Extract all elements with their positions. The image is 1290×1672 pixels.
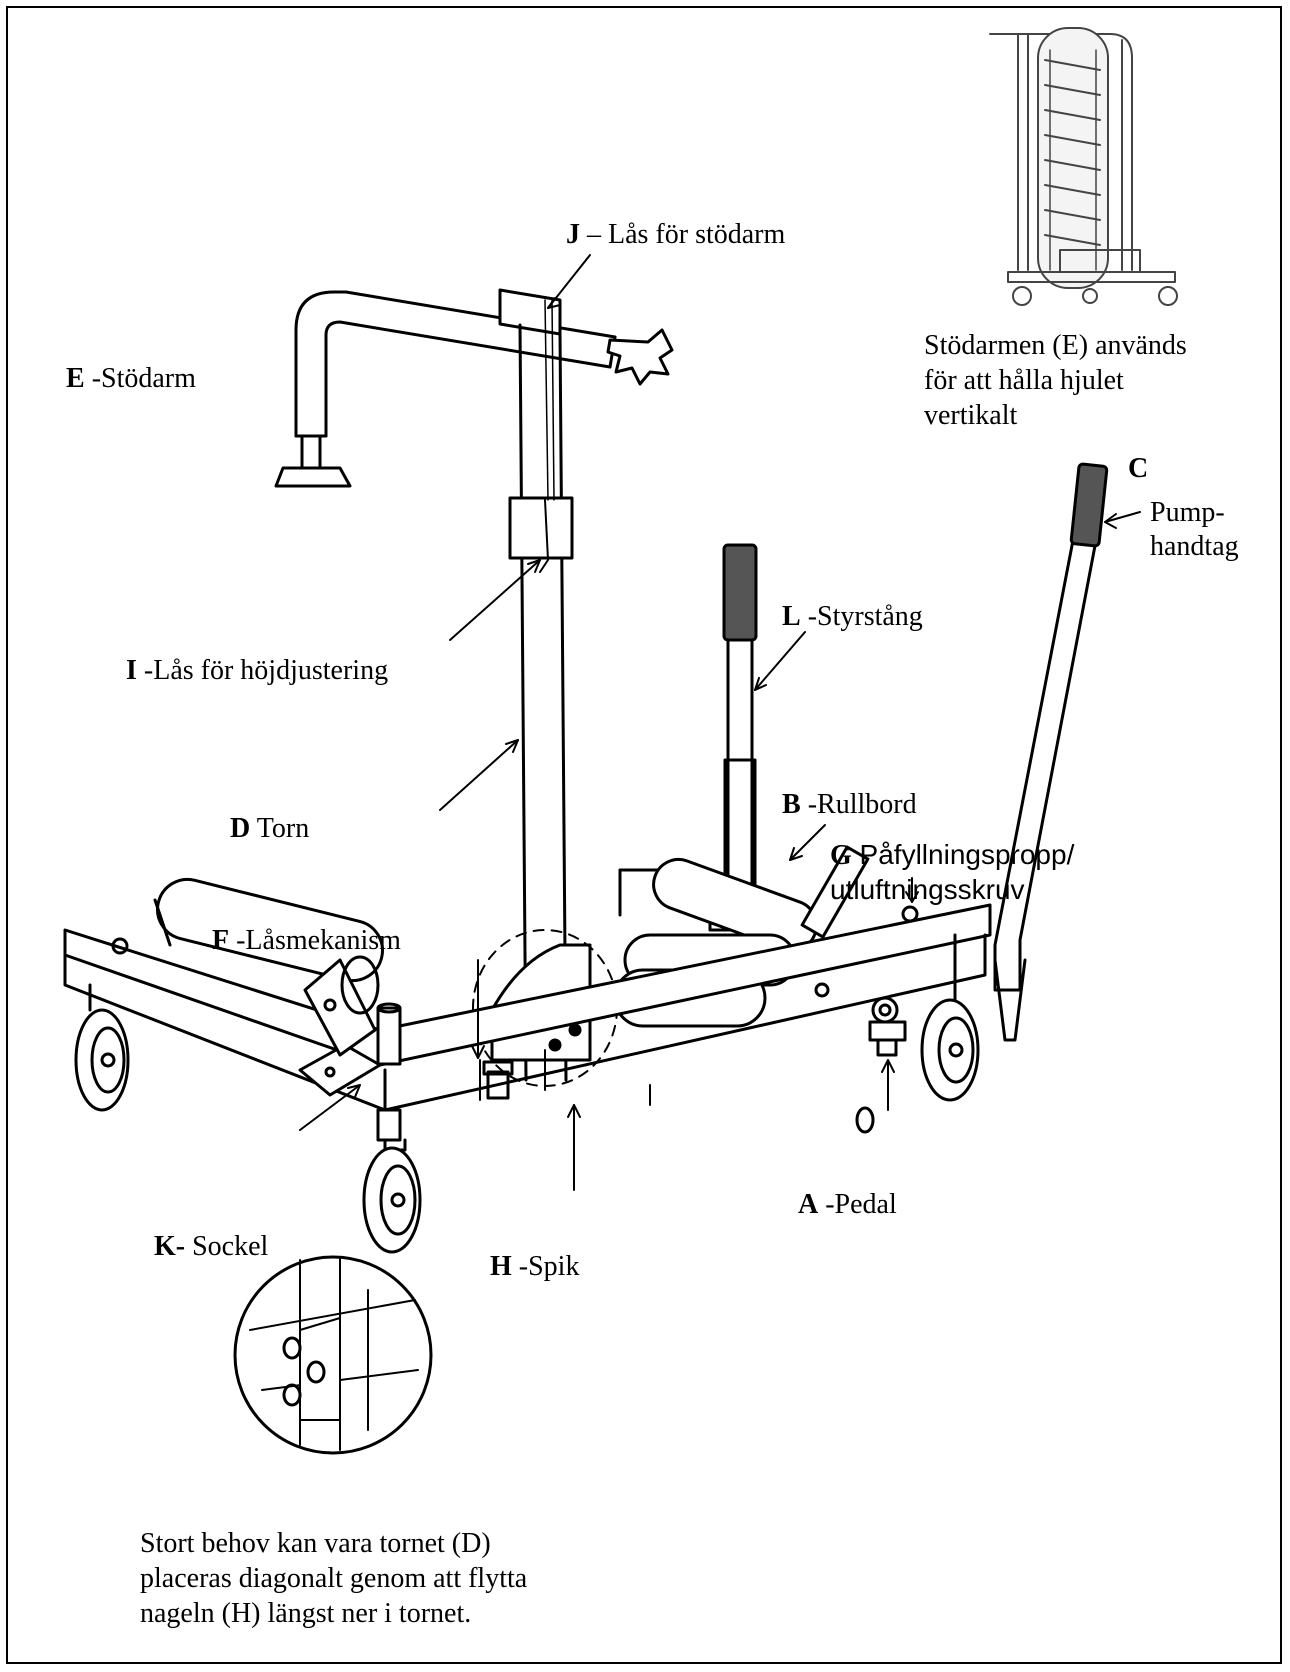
label-g: G Påfyllningspropp/ utluftningsskruv [830, 839, 1075, 905]
label-i: I -Lås för höjdjustering [126, 655, 389, 686]
label-d: D Torn [230, 813, 310, 844]
support-arm [274, 288, 674, 488]
caster-right [920, 933, 980, 1102]
label-j: J – Lås för stödarm [566, 219, 786, 250]
socket [376, 1002, 402, 1142]
diagram-border [6, 6, 1282, 1664]
base-frame [63, 903, 992, 1112]
caster-back-right [855, 1106, 875, 1134]
inset-tire-illustration [989, 27, 1178, 306]
pedal [868, 996, 907, 1057]
label-l: L -Styrstång [782, 601, 923, 632]
caster-front-left [74, 983, 130, 1112]
label-h: H -Spik [490, 1251, 580, 1282]
caster-front-center [362, 1138, 422, 1254]
tower [508, 299, 574, 1082]
label-f: F -Låsmekanism [212, 925, 401, 956]
detail-note: Stort behov kan vara tornet (D) placeras… [140, 1528, 528, 1629]
label-k: K- Sockel [154, 1231, 269, 1262]
leader-lines [299, 254, 1141, 1191]
left-roller [153, 877, 384, 1057]
inset-caption: Stödarmen (E) används för att hålla hjul… [924, 330, 1187, 431]
label-b: B -Rullbord [782, 789, 917, 820]
pump-handle [993, 462, 1109, 1042]
label-e: E -Stödarm [66, 363, 196, 394]
detail-circle [233, 1255, 433, 1455]
label-pump-handle: Pump- handtag [1150, 497, 1239, 562]
label-a: A -Pedal [798, 1189, 897, 1220]
label-c: C [1128, 453, 1149, 484]
